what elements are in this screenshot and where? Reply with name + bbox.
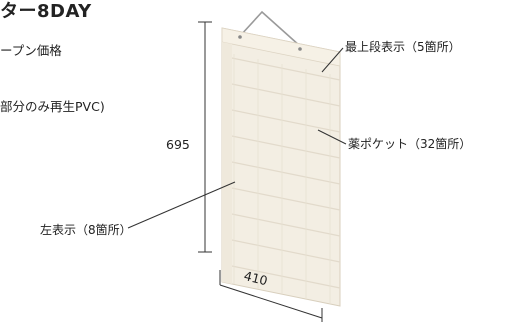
- height-dimension-line: [198, 21, 212, 253]
- page-title: ター8DAY: [0, 1, 92, 22]
- grommet-left: [238, 35, 242, 39]
- hanging-string: [239, 10, 301, 47]
- callout-line-top: [321, 47, 344, 73]
- callout-top-row: 最上段表示（5箇所）: [345, 40, 461, 54]
- price-text: ープン価格: [0, 43, 62, 58]
- callout-pockets: 薬ポケット（32箇所）: [348, 137, 472, 151]
- callout-line-pockets: [317, 129, 347, 145]
- panel-body: [221, 27, 341, 307]
- pocket-rows: [221, 55, 341, 289]
- height-dimension-label: 695: [166, 137, 190, 152]
- callout-line-left: [127, 181, 236, 229]
- width-dimension-line: [219, 270, 323, 322]
- left-label-strip: [222, 42, 232, 284]
- panel-header-strip: [221, 27, 341, 67]
- callout-left-labels: 左表示（8箇所）: [40, 223, 132, 237]
- grommet-right: [298, 47, 302, 51]
- material-text: 部分のみ再生PVC): [0, 99, 105, 114]
- pocket-columns: [233, 54, 331, 304]
